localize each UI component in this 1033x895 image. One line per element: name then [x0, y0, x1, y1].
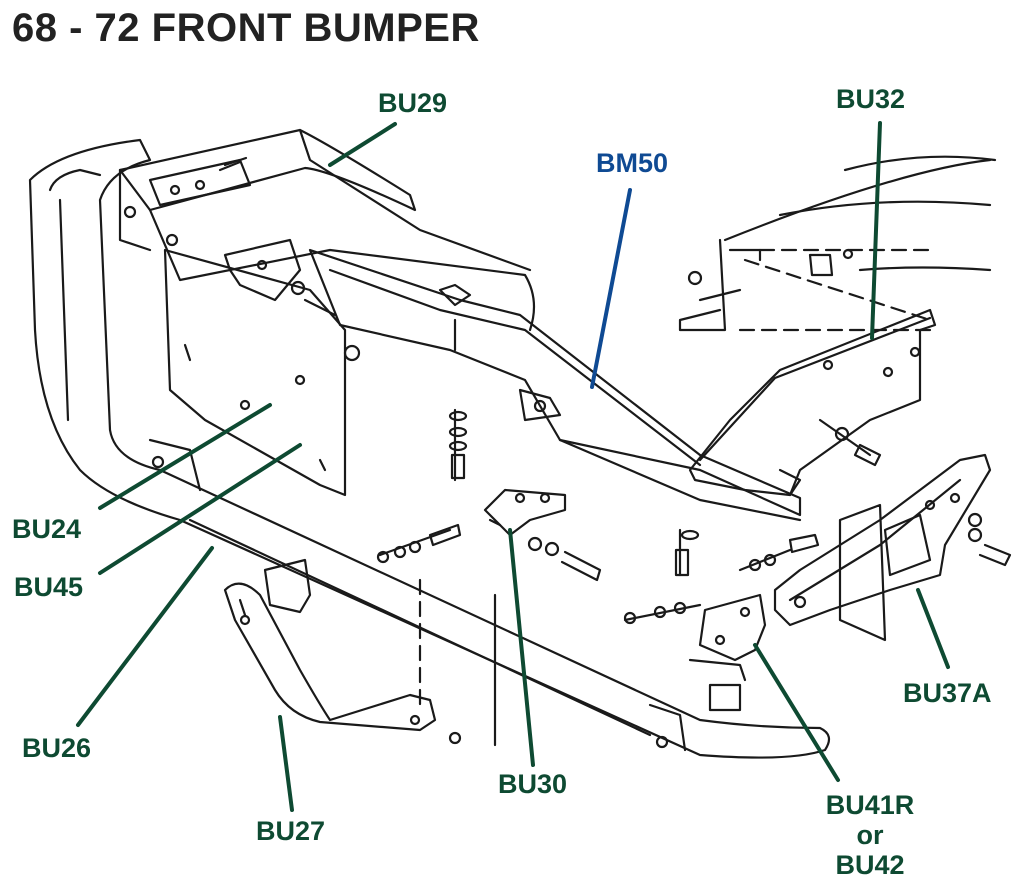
leader-bu32 — [870, 121, 882, 340]
leader-bu24 — [98, 403, 272, 510]
bracket-bu27 — [223, 582, 437, 732]
right-bracket-bu32 — [688, 308, 937, 497]
leader-bu26 — [76, 546, 214, 727]
leader-bu37a — [916, 588, 950, 669]
leader-bu29 — [328, 122, 397, 167]
page-title: 68 - 72 FRONT BUMPER — [12, 6, 480, 50]
label-or: or — [856, 820, 884, 851]
leader-bu30 — [508, 528, 535, 767]
bracket-bu41r — [698, 593, 767, 662]
label-bu24: BU24 — [12, 514, 82, 544]
label-bu30: BU30 — [498, 769, 568, 799]
bracket-bu30 — [483, 488, 567, 537]
leader-bu41r — [753, 643, 840, 782]
bumper-shell — [28, 138, 831, 759]
leader-bm50 — [590, 188, 632, 389]
label-bu26: BU26 — [22, 733, 92, 763]
label-bu41r: BU41R — [825, 790, 915, 820]
label-bu45: BU45 — [14, 572, 84, 602]
label-bu37a: BU37A — [903, 678, 992, 708]
left-bracket — [118, 128, 417, 212]
label-bu27: BU27 — [256, 816, 326, 846]
label-bu42: BU42 — [835, 850, 905, 881]
label-bu29: BU29 — [378, 88, 448, 118]
leader-bu45 — [98, 443, 302, 575]
leader-bu27 — [278, 715, 294, 812]
label-bm50: BM50 — [596, 148, 669, 178]
center-bar — [308, 248, 802, 517]
label-bu41r-or-bu42: BU41R or BU42 — [818, 790, 922, 881]
label-bu32: BU32 — [836, 84, 906, 114]
